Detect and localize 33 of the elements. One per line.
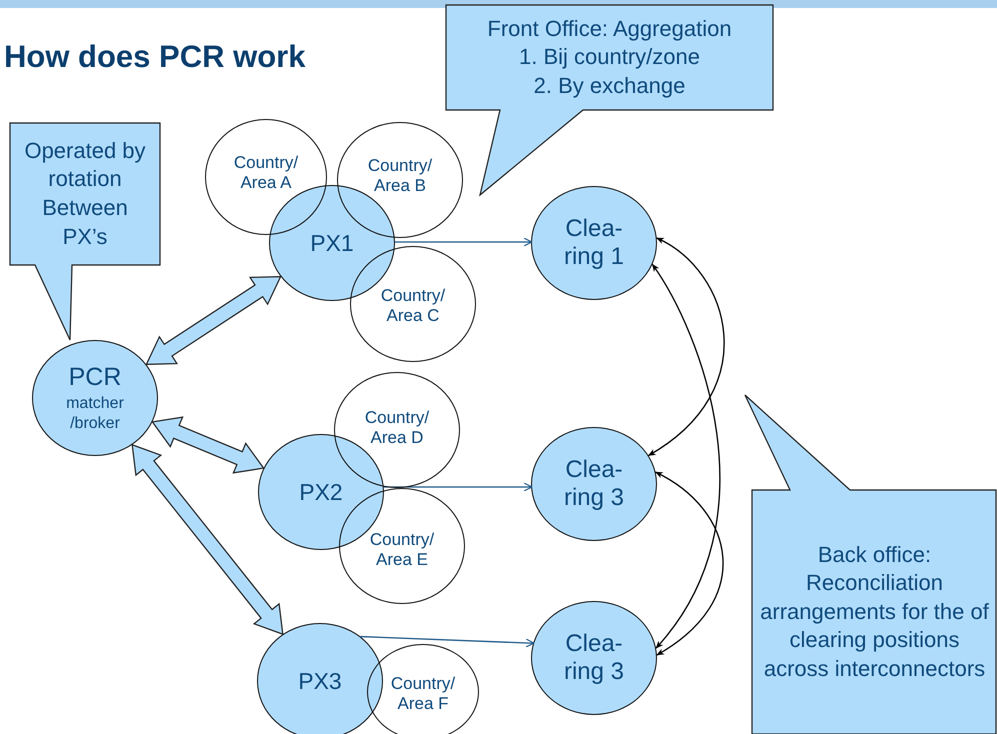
node-label: Clea- ring 3 [562,456,626,512]
node-label: Clea- ring 3 [562,630,626,686]
arrow [648,237,724,456]
double-block-arrow [145,276,282,366]
node-label: Country/ Area C [380,286,446,326]
callout-text: 1. Bij country/zone [519,43,700,72]
callout-text: Operated by rotation Between PX’s [23,136,147,251]
node-label: matcher /broker [65,394,125,434]
arrow [360,636,534,648]
callout-text: 2. By exchange [534,72,686,100]
node-label: PX1 [310,228,354,258]
node-label: PX3 [298,666,342,696]
node-label: Country/ Area A [232,152,300,194]
node-label: Clea- ring 1 [562,215,626,271]
title: How does PCR work [4,38,306,76]
node-label: Country/ Area B [366,156,434,196]
node-label: Country/ Area E [368,530,436,570]
node-label: PX2 [299,478,343,507]
country-ellipse [367,644,479,734]
arrow [654,472,724,656]
node-label: Country/ Area F [390,674,456,714]
speech-callout [446,5,774,197]
callout-text: Front Office: Aggregation [487,14,732,43]
speech-callout [745,393,997,734]
node-label: PCR [68,362,122,394]
arrow [652,264,720,649]
arrow [384,482,532,492]
node-label: Country/ Area D [364,408,430,448]
double-block-arrow [151,416,265,474]
double-block-arrow [131,444,284,636]
callout-text: Back office: Reconciliation arrangements for the of clearing positions across interconnectors [760,540,989,683]
speech-callout [10,123,162,341]
arrow [395,237,532,247]
